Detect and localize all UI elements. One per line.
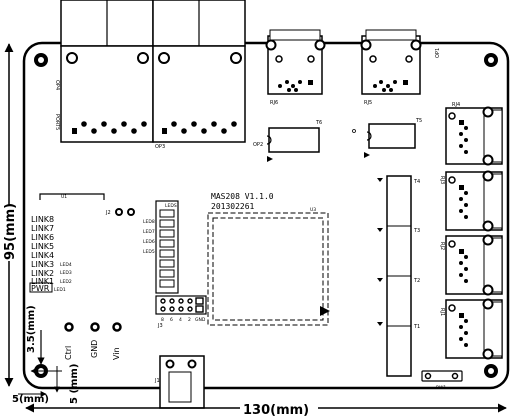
op1-label: OP1 xyxy=(435,48,441,58)
edge-x-dimension-label: 5(mm) xyxy=(12,394,49,405)
hole-offset-label: 3.5(mm) xyxy=(26,305,37,353)
link-label: LINK2 xyxy=(31,269,54,278)
j2-pad xyxy=(127,208,135,216)
led2-label: LED2 xyxy=(60,279,72,285)
rj2-label: RJ2 xyxy=(439,242,445,250)
rw1-resistor xyxy=(421,370,463,382)
dual-connector-block xyxy=(60,0,246,143)
j3-pin-label: GND xyxy=(195,317,206,323)
t5-label: T5 xyxy=(415,118,422,124)
rj1-label: RJ1 xyxy=(439,308,445,316)
rj4-connector xyxy=(445,106,503,166)
link-label: LINK4 xyxy=(31,251,54,260)
board-date-code: 201302261 xyxy=(211,202,255,211)
edge-y-dimension-label: 5 (mm) xyxy=(69,364,80,404)
j3-header xyxy=(155,295,207,315)
transformer-t5 xyxy=(364,123,416,158)
main-chip-u3 xyxy=(207,212,330,326)
transformer-stack xyxy=(377,175,412,377)
op3-label: OP3 xyxy=(155,144,165,150)
link-label: LINK1 xyxy=(31,277,54,286)
u1-outline xyxy=(39,193,105,200)
height-dimension-label: 95(mm) xyxy=(3,203,18,260)
t6-label: T6 xyxy=(315,120,322,126)
width-dimension-label: 130(mm) xyxy=(243,403,309,418)
t3-label: T3 xyxy=(413,228,420,234)
j3-label: J3 xyxy=(157,323,163,329)
j3-pin-label: 4 xyxy=(179,317,182,323)
led8-label: LED8 xyxy=(143,219,155,225)
pwr-label: PWR xyxy=(31,284,50,293)
rj5-connector xyxy=(360,29,422,95)
j3-pin-labels: 8 6 4 2 GND xyxy=(161,317,206,323)
transformer-t6 xyxy=(266,127,320,162)
j1-power-jack xyxy=(159,355,205,409)
t2-label: T2 xyxy=(413,278,420,284)
led3-label: LED3 xyxy=(60,270,72,276)
edge-offset-dimension xyxy=(18,366,60,397)
rw1-label: RW1 xyxy=(436,385,446,391)
link-label: LINK7 xyxy=(31,224,54,233)
rj3-connector xyxy=(445,170,503,232)
gnd-pad-label: GND xyxy=(90,340,99,358)
rj1-connector xyxy=(445,298,503,360)
u3-label: U3 xyxy=(310,207,316,213)
link-label: LINK6 xyxy=(31,233,54,242)
t4-label: T4 xyxy=(413,179,420,185)
j2-label: J2 xyxy=(105,210,111,216)
j1-label: J1 xyxy=(154,378,160,384)
power-pads xyxy=(64,322,122,332)
j3-pin-label: 8 xyxy=(161,317,164,323)
vin-pad-label: Vin xyxy=(112,347,121,360)
link-label-list: LINK8 LINK7 LINK6 LINK5 LINK4 LINK3 LINK… xyxy=(31,215,54,293)
led5-label: LED5 xyxy=(143,249,155,255)
pwr-frame xyxy=(29,282,53,293)
led4-label: LED4 xyxy=(60,262,72,268)
link-label: LINK3 xyxy=(31,260,54,269)
t1-label: T1 xyxy=(413,324,420,330)
link-label: LINK5 xyxy=(31,242,54,251)
port5-label: PORT5 xyxy=(54,114,60,130)
j3-pin-label: 6 xyxy=(170,317,173,323)
op2-label: OP2 xyxy=(253,142,263,148)
led6-label: LED6 xyxy=(143,239,155,245)
rj6-connector xyxy=(265,29,326,95)
rj5-label: RJ5 xyxy=(364,100,372,106)
op4-label: OP4 xyxy=(54,80,60,90)
mounting-holes xyxy=(34,53,498,378)
led7-label: LED7 xyxy=(143,229,155,235)
rj6-label: RJ6 xyxy=(270,100,278,106)
rj4-label: RJ4 xyxy=(452,102,460,108)
led-array xyxy=(155,200,179,294)
rj3-label: RJ3 xyxy=(439,176,445,184)
j3-pin-label: 2 xyxy=(188,317,191,323)
led-array-label: LEDS xyxy=(165,203,177,209)
ctrl-pad-label: Ctrl xyxy=(64,346,73,360)
rj2-connector xyxy=(445,234,503,296)
u1-label: U1 xyxy=(61,194,67,200)
board-title: MAS208 V1.1.0 xyxy=(211,192,274,201)
j2-pad xyxy=(115,208,123,216)
led1-label: LED1 xyxy=(54,287,66,293)
link-label: LINK8 xyxy=(31,215,54,224)
